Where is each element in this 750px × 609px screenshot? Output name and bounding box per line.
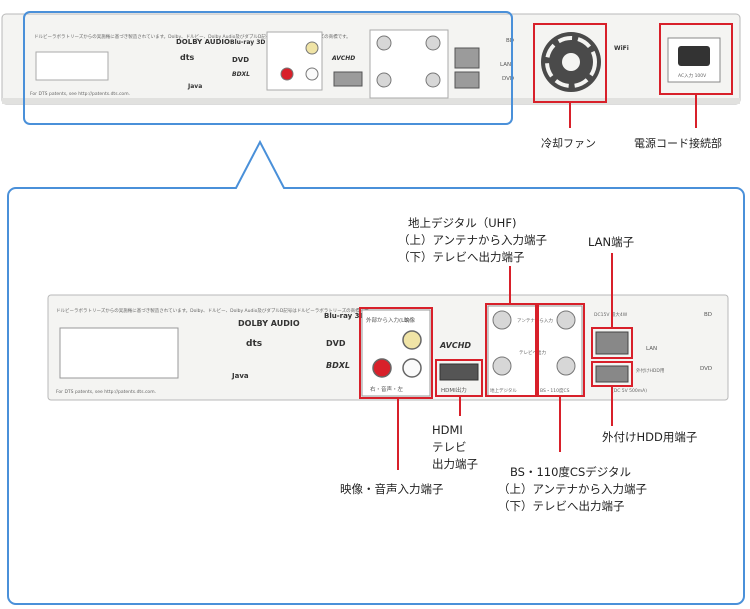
top-patent-text: For DTS patents, see http://patents.dts.… <box>30 91 130 97</box>
enl-java-logo: Java <box>231 372 249 380</box>
bs-label-line1: BS・110度CSデジタル <box>510 465 631 479</box>
enl-dvd-text: DVD <box>700 366 712 372</box>
enl-terrestrial-text: 地上デジタル <box>490 387 517 394</box>
fan-label: 冷却ファン <box>541 137 596 150</box>
lan-label: LAN端子 <box>588 235 634 249</box>
terrestrial-callout: 地上デジタル（UHF) （上）アンテナから入力端子 （下）テレビへ出力端子 <box>398 216 547 264</box>
hdmi-label-line3: 出力端子 <box>432 457 478 471</box>
enl-tv-out-text: テレビへ出力 <box>519 349 546 356</box>
terrestrial-in-port <box>492 310 512 330</box>
enl-bdxl-logo: BDXL <box>326 361 350 370</box>
enl-notice-text: ドルビーラボラトリーズからの実施権に基づき製造されています。Dolby、ドルビー… <box>56 307 373 314</box>
top-dts-logo: dts <box>180 53 195 62</box>
bs-out-port <box>556 356 576 376</box>
hdd-port <box>595 365 629 383</box>
top-bd-text: BD <box>506 38 514 44</box>
enl-video-text: 映像 <box>404 316 416 324</box>
audio-left-jack <box>402 358 422 378</box>
top-lan-text: LAN <box>500 62 511 68</box>
enl-avchd-logo: AVCHD <box>439 341 471 350</box>
enl-hdmi-text: HDMI出力 <box>441 386 467 394</box>
top-ac-text: AC入力 100V <box>678 72 707 79</box>
enl-dc-text: DC15V 最大4W <box>594 311 628 318</box>
bs-label-line3: （下）テレビへ出力端子 <box>498 499 625 513</box>
hdd-label: 外付けHDD用端子 <box>602 430 697 444</box>
hdmi-label-line2: テレビ <box>432 440 467 454</box>
top-device-panel: ドルビーラボラトリーズからの実施権に基づき製造されています。Dolby、ドルビー… <box>1 13 741 105</box>
enl-av-in-text: 外部から入力(L1) <box>366 316 410 324</box>
top-dvd-text: DVD <box>502 76 514 82</box>
top-zoom-region <box>23 11 513 125</box>
top-bdxl-logo: BDXL <box>232 71 250 78</box>
enl-lan-text: LAN <box>646 346 657 352</box>
enl-hdd-text: 外付けHDD用 <box>636 367 664 374</box>
enl-dts-logo: dts <box>246 339 262 349</box>
bs-callout: BS・110度CSデジタル （上）アンテナから入力端子 （下）テレビへ出力端子 <box>498 465 647 513</box>
power-label: 電源コード接続部 <box>634 136 722 150</box>
bs-in-port <box>556 310 576 330</box>
top-wifi-logo: WiFi <box>614 45 629 52</box>
terrestrial-out-port <box>492 356 512 376</box>
enl-dolby-logo: DOLBY AUDIO <box>238 319 300 328</box>
enl-dvd-logo: DVD <box>326 339 346 348</box>
enl-lr-text: 右・音声・左 <box>370 385 404 393</box>
lan-port <box>595 331 629 355</box>
enl-hdd-power-text: (DC 5V 500mA) <box>612 388 647 394</box>
bs-label-line2: （上）アンテナから入力端子 <box>498 482 647 496</box>
av-in-label: 映像・音声入力端子 <box>340 482 444 496</box>
hdmi-label-line1: HDMI <box>432 423 463 437</box>
terrestrial-label-line1: 地上デジタル（UHF) <box>408 216 516 230</box>
audio-right-jack <box>372 358 392 378</box>
enl-bluray-logo: Blu-ray 3D <box>324 312 365 320</box>
top-dvd-logo: DVD <box>232 56 249 64</box>
enl-patent-text: For DTS patents, see http://patents.dts.… <box>56 389 156 395</box>
top-dolby-logo: DOLBY AUDIO <box>176 38 230 46</box>
top-java-logo: Java <box>187 83 202 90</box>
video-jack <box>402 330 422 350</box>
av-in-highlight <box>359 307 433 399</box>
top-bluray-logo: Blu-ray 3D <box>230 39 265 46</box>
enl-bd-text: BD <box>704 312 712 318</box>
enl-bs-text: BS・110度CS <box>540 387 570 394</box>
top-avchd-logo: AVCHD <box>331 55 355 62</box>
top-notice-text: ドルビーラボラトリーズからの実施権に基づき製造されています。Dolby、ドルビー… <box>34 33 351 40</box>
hdmi-callout: HDMI テレビ 出力端子 <box>432 423 478 471</box>
terrestrial-label-line3: （下）テレビへ出力端子 <box>398 250 525 264</box>
terrestrial-label-line2: （上）アンテナから入力端子 <box>398 233 547 247</box>
enlarged-device-panel: ドルビーラボラトリーズからの実施権に基づき製造されています。Dolby、ドルビー… <box>47 294 729 401</box>
hdmi-port <box>439 363 479 381</box>
